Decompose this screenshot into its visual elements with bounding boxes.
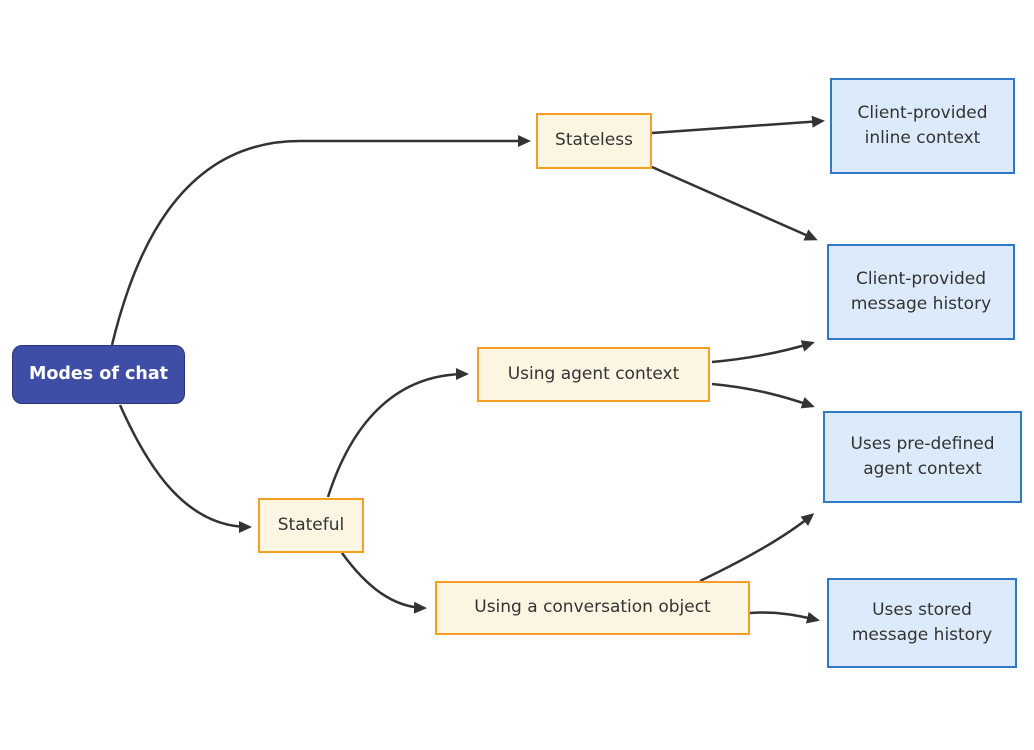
- edge-agent-context-to-message-history: [711, 340, 815, 364]
- node-stateful: Stateful: [258, 498, 364, 553]
- node-using-a-conversation-object: Using a conversation object: [435, 581, 750, 635]
- edge-agent-context-to-predefined-context: [711, 382, 815, 409]
- node-uses-stored-message-history: Uses stored message history: [827, 578, 1017, 668]
- edge-conversation-to-predefined-context: [699, 513, 815, 583]
- edge-root-to-stateful: [118, 404, 252, 533]
- node-client-provided-inline-context: Client-provided inline context: [830, 78, 1015, 174]
- edge-conversation-to-stored-history: [749, 611, 820, 624]
- edge-root-to-stateless: [110, 135, 531, 346]
- edge-stateful-to-conversation: [340, 552, 427, 614]
- node-using-agent-context: Using agent context: [477, 347, 710, 402]
- node-modes-of-chat: Modes of chat: [12, 345, 185, 404]
- node-client-provided-message-history: Client-provided message history: [827, 244, 1015, 340]
- edge-stateful-to-agent-context: [326, 368, 469, 498]
- edge-stateless-to-inline-context: [651, 115, 825, 135]
- edge-stateless-to-message-history: [651, 165, 818, 241]
- node-stateless: Stateless: [536, 113, 652, 169]
- node-uses-predefined-agent-context: Uses pre-defined agent context: [823, 411, 1022, 503]
